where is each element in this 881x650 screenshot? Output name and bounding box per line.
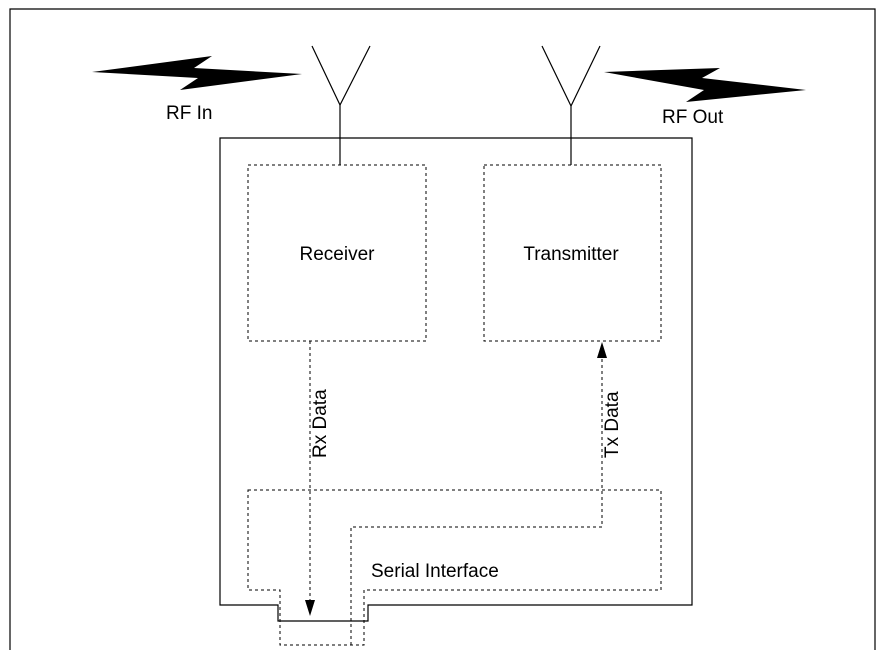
transmitter-block: [483, 164, 662, 342]
outer-frame: [9, 8, 876, 650]
rx-data-label: Rx Data: [310, 389, 331, 458]
rf-out-label: RF Out: [662, 107, 724, 128]
rf-in-lightning-icon: [92, 56, 302, 90]
module-body: [219, 137, 693, 622]
transmitter-label: Transmitter: [523, 244, 619, 265]
serial-interface-label: Serial Interface: [371, 561, 499, 582]
rx-data-arrow-icon: [305, 600, 315, 616]
receiver-block: [247, 164, 427, 342]
tx-data-line: [350, 358, 603, 645]
rf-out-lightning-icon: [604, 68, 806, 102]
tx-data-arrow-icon: [597, 342, 607, 358]
tx-data-label: Tx Data: [602, 391, 623, 458]
receiver-antenna-icon: [311, 45, 371, 165]
rf-in-label: RF In: [166, 103, 212, 124]
receiver-label: Receiver: [300, 244, 376, 265]
transmitter-antenna-icon: [541, 45, 601, 165]
serial-interface-block: [247, 489, 662, 646]
